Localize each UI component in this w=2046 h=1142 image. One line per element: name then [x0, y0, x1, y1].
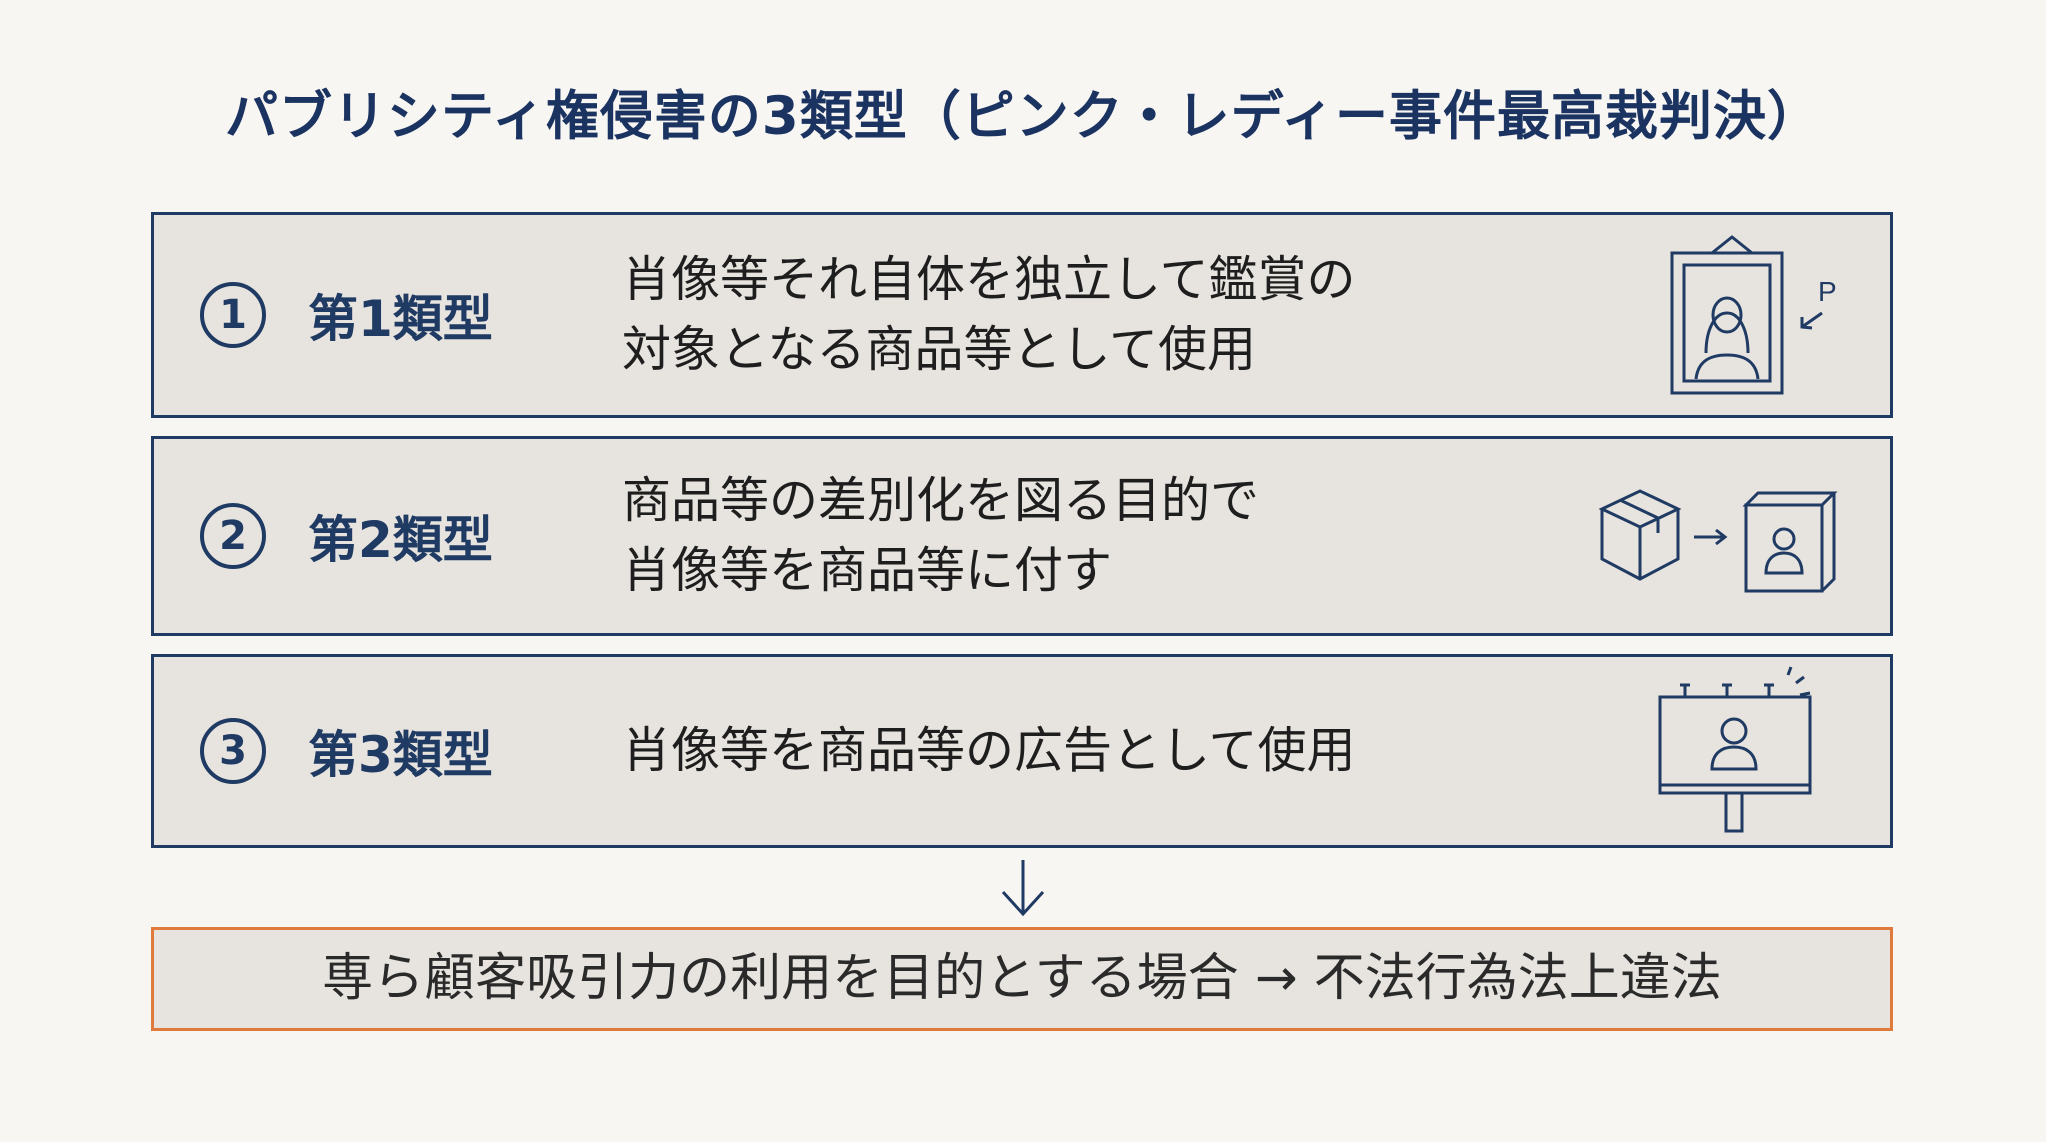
conclusion-box: 専ら顧客吸引力の利用を目的とする場合 → 不法行為法上違法: [151, 927, 1893, 1031]
box-to-labeled-box-icon: [1594, 483, 1854, 599]
type-1-box: 1 第1類型 肖像等それ自体を独立して鑑賞の 対象となる商品等として使用 P: [151, 212, 1893, 418]
framed-portrait-icon: P: [1666, 233, 1856, 403]
diagram-title: パブリシティ権侵害の3類型（ピンク・レディー事件最高裁判決）: [225, 86, 1821, 147]
type-3-description-line-1: 肖像等を商品等の広告として使用: [622, 722, 1356, 779]
type-1-description-line-2: 対象となる商品等として使用: [622, 321, 1257, 378]
type-3-box: 3 第3類型 肖像等を商品等の広告として使用: [151, 654, 1893, 848]
type-3-description: 肖像等を商品等の広告として使用: [622, 716, 1356, 786]
billboard-icon: [1654, 665, 1854, 839]
portrait-letter: P: [1818, 276, 1837, 307]
type-1-description: 肖像等それ自体を独立して鑑賞の 対象となる商品等として使用: [622, 245, 1356, 385]
type-2-box: 2 第2類型 商品等の差別化を図る目的で 肖像等を商品等に付す: [151, 436, 1893, 636]
down-arrow-icon: [995, 858, 1051, 918]
type-1-number: 1: [200, 282, 266, 348]
type-3-number: 3: [200, 718, 266, 784]
type-2-description-line-1: 商品等の差別化を図る目的で: [622, 472, 1260, 529]
type-3-label: 第3類型: [308, 726, 493, 784]
type-1-label: 第1類型: [308, 290, 493, 348]
type-1-description-line-1: 肖像等それ自体を独立して鑑賞の: [622, 251, 1356, 308]
type-2-label: 第2類型: [308, 511, 493, 569]
type-2-number: 2: [200, 503, 266, 569]
type-2-description: 商品等の差別化を図る目的で 肖像等を商品等に付す: [622, 466, 1259, 606]
type-2-description-line-2: 肖像等を商品等に付す: [622, 542, 1113, 599]
